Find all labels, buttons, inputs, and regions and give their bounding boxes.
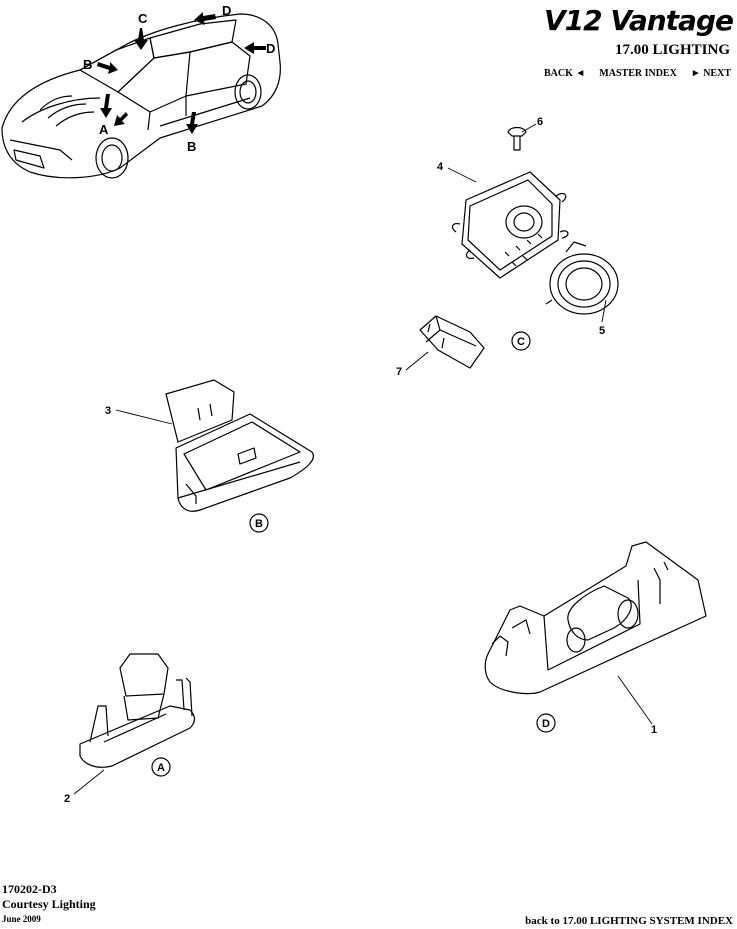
lamp-housing-c	[419, 126, 619, 369]
lamp-a	[79, 653, 196, 768]
location-arrows	[97, 12, 266, 134]
document-code: 170202-D3	[2, 882, 57, 896]
callout-letter-c: C	[517, 336, 525, 348]
car-label-d-top: D	[222, 3, 231, 18]
callout-circle-b	[249, 513, 269, 533]
callout-letter-d: D	[542, 718, 550, 730]
callout-circle-d	[536, 713, 556, 733]
car-label-b-bottom: B	[187, 139, 196, 154]
car-label-a: A	[99, 122, 109, 137]
leader-lines	[73, 123, 653, 795]
section-title: 17.00 LIGHTING	[614, 42, 730, 58]
navigation-bar: BACK ◄ MASTER INDEX ► NEXT	[544, 68, 731, 79]
part-number-7: 7	[396, 366, 402, 378]
part-number-4: 4	[437, 161, 444, 173]
back-link[interactable]: BACK ◄	[544, 68, 586, 79]
callout-letter-a: A	[157, 762, 165, 774]
lamp-b	[165, 379, 314, 512]
master-index-link[interactable]: MASTER INDEX	[599, 68, 677, 79]
back-to-index-link[interactable]: back to 17.00 LIGHTING SYSTEM INDEX	[525, 915, 733, 927]
part-number-5: 5	[599, 325, 605, 337]
car-illustration	[1, 13, 281, 179]
footer-info: 170202-D3 Courtesy Lighting June 2009	[2, 882, 96, 927]
document-date: June 2009	[2, 914, 41, 924]
part-number-3: 3	[105, 405, 111, 417]
lamp-d	[484, 541, 707, 695]
car-label-d-right: D	[266, 41, 275, 56]
part-number-6: 6	[537, 116, 543, 128]
document-name: Courtesy Lighting	[2, 897, 96, 911]
part-number-1: 1	[651, 724, 657, 736]
car-label-b-top: B	[83, 57, 92, 72]
car-label-c: C	[138, 11, 148, 26]
brand-logo: V12 Vantage	[543, 4, 734, 37]
callout-letter-b: B	[255, 518, 263, 530]
part-number-2: 2	[64, 793, 70, 805]
next-link[interactable]: ► NEXT	[690, 68, 731, 79]
callout-circle-a	[151, 757, 171, 777]
callout-circle-c	[511, 331, 531, 351]
